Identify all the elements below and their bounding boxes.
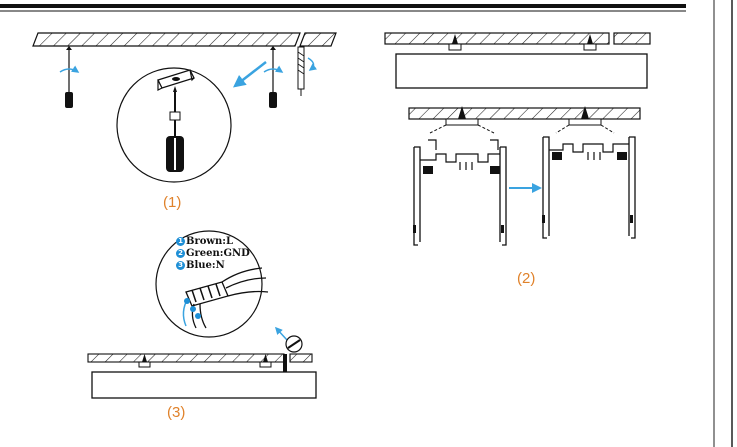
clip-icon xyxy=(259,354,272,368)
pointer-arrow xyxy=(274,326,288,341)
lamp-body xyxy=(395,53,648,89)
wire-text: Blue:N xyxy=(186,260,225,271)
screwdriver-right-icon xyxy=(263,46,284,108)
wire-number-badge: 2 xyxy=(176,249,185,258)
clip-icon xyxy=(583,34,597,51)
pointer-arrow xyxy=(233,61,267,88)
clip-icon xyxy=(568,106,602,126)
mounting-clip-icon xyxy=(157,69,195,91)
wire-text: Brown:L xyxy=(186,236,233,247)
profile-after xyxy=(542,136,636,239)
step-label-1: (1) xyxy=(163,194,182,211)
step-label-2: (2) xyxy=(517,270,536,287)
screwdriver-left-icon xyxy=(59,46,80,108)
clip-icon xyxy=(448,34,462,51)
wire-text: Green:GND xyxy=(186,248,250,259)
screwdriver-detail-icon xyxy=(166,86,184,172)
ceiling-slab-end xyxy=(289,353,313,363)
step2-figure xyxy=(384,32,651,246)
ceiling-slab xyxy=(408,107,641,120)
ceiling-slab xyxy=(384,32,610,45)
top-rule xyxy=(0,4,686,12)
wire-number-badge: 3 xyxy=(176,261,185,270)
connector-icon xyxy=(283,335,303,372)
ceiling-slab xyxy=(87,353,285,363)
step-label-3: (3) xyxy=(167,404,186,421)
step1-figure xyxy=(32,32,337,183)
ceiling-slab xyxy=(32,32,301,47)
right-border xyxy=(713,0,733,447)
terminal-block-icon xyxy=(182,267,269,329)
clip-icon xyxy=(445,106,479,126)
lamp-body xyxy=(91,371,317,399)
wall-plug-icon xyxy=(297,46,318,96)
ceiling-slab-end xyxy=(299,32,337,47)
clip-icon xyxy=(138,354,151,368)
wire-number-badge: 1 xyxy=(176,237,185,246)
ceiling-slab-end xyxy=(613,32,651,45)
profile-before xyxy=(413,139,507,246)
